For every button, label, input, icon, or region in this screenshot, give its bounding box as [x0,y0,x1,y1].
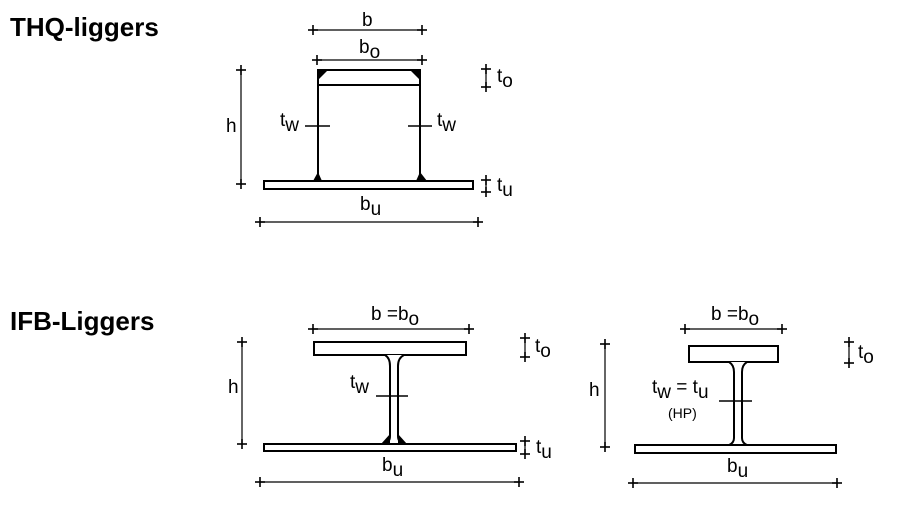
ifb-left-weld-right [398,434,407,444]
ifb-left-label-to-main: t [535,336,541,357]
ifb-left-web [382,354,406,445]
ifb-left-label-tu-main: t [536,437,542,458]
ifb-left-label-tw-main: t [350,372,356,393]
svg-text:tw: tw [437,110,456,136]
thq-label-tw-left-main: t [280,110,286,131]
ifb-section-title: IFB-Liggers [10,306,155,336]
ifb-left-label-bu-main: b [382,455,393,476]
svg-text:to: to [497,66,513,92]
ifb-right-web [728,361,748,446]
ifb-left-bottom-flange [263,443,517,452]
ifb-right-label-to-sub: o [863,347,874,368]
svg-text:tu: tu [536,437,552,463]
svg-text:bu: bu [727,456,748,482]
thq-label-bo-main: b [359,37,370,58]
thq-girder-drawing: b bo to h tw tw tu bu [226,10,513,228]
thq-label-bu-main: b [360,194,371,215]
ifb-right-top-flange [688,345,779,363]
ifb-right-label-bu-main: b [727,456,738,477]
ifb-right-label-tw-prefix: t [652,377,658,398]
thq-label-tw-left-sub: w [284,115,299,136]
svg-text:to: to [535,336,551,362]
thq-label-bu-sub: u [371,199,382,220]
ifb-left-label-to-sub: o [540,341,551,362]
svg-text:to: to [858,342,874,368]
thq-top-flange-weld-right [410,70,420,80]
thq-label-to-main: t [497,66,503,87]
ifb-right-label-b-eq: b =b [711,304,749,325]
thq-weld-bottom-right [416,172,427,181]
ifb-left-weld-left [381,434,390,444]
ifb-left-label-tw-sub: w [354,377,369,398]
thq-section-title: THQ-liggers [10,12,159,42]
thq-label-tw-right-sub: w [441,115,456,136]
ifb-left-girder-drawing: b =bo to h tw tu bu [228,304,552,488]
thq-top-flange-weld-left [318,70,328,80]
ifb-left-label-b-eq: b =b [371,304,409,325]
svg-text:bu: bu [382,455,403,481]
ifb-right-label-bu-sub: u [738,461,749,482]
ifb-left-label-bu-sub: u [393,460,404,481]
ifb-right-label-tw-mid: = t [671,377,699,398]
ifb-left-label-b-eq-sub: o [409,309,420,330]
thq-weld-bottom-left [313,172,322,181]
thq-top-flange [317,69,421,86]
thq-label-tu-sub: u [502,180,513,201]
svg-text:tw: tw [350,372,369,398]
ifb-right-label-tw-sub: w [656,382,671,403]
svg-text:tw = tu: tw = tu [652,377,709,403]
thq-label-tw-right-main: t [437,110,443,131]
ifb-right-label-to-main: t [858,342,864,363]
ifb-right-label-tu-sub: u [698,382,709,403]
thq-label-h: h [226,116,237,137]
svg-text:bu: bu [360,194,381,220]
svg-text:b =bo: b =bo [711,304,759,330]
thq-bottom-flange [263,180,474,190]
svg-text:b =bo: b =bo [371,304,419,330]
ifb-left-top-flange [313,341,467,356]
ifb-right-label-b-eq-sub: o [749,309,760,330]
ifb-left-label-tu-sub: u [541,442,552,463]
thq-label-tu-main: t [497,175,503,196]
ifb-right-bottom-flange [634,444,837,454]
ifb-right-label-h: h [589,380,600,401]
thq-label-to-sub: o [502,71,513,92]
ifb-right-girder-drawing: b =bo to h tw = tu (HP) bu [589,304,874,489]
svg-text:bo: bo [359,37,380,63]
svg-text:tw: tw [280,110,299,136]
ifb-left-label-h: h [228,377,239,398]
ifb-right-label-hp: (HP) [668,405,697,421]
thq-label-bo-sub: o [370,42,381,63]
thq-label-b: b [362,10,373,31]
svg-text:tu: tu [497,175,513,201]
